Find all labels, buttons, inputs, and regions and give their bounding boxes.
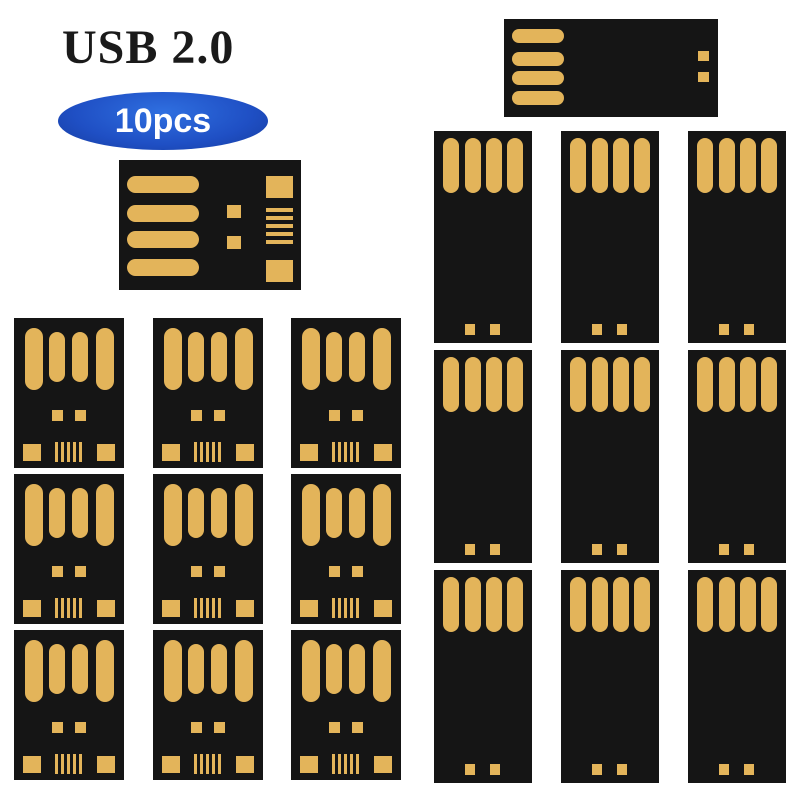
gold-contacts-icon (570, 357, 650, 555)
quantity-badge: 10pcs (58, 92, 268, 150)
gold-contacts-icon (23, 640, 115, 774)
gold-contacts-icon (300, 328, 392, 462)
product-title: USB 2.0 (62, 21, 235, 74)
usb-chip-short (14, 630, 124, 780)
gold-contacts-icon (697, 577, 777, 775)
usb-chip-long (561, 350, 659, 563)
gold-contacts-icon (697, 138, 777, 335)
usb-chip-horizontal-micro (119, 160, 301, 290)
gold-contacts-icon (443, 138, 523, 335)
usb-chip-long (561, 570, 659, 783)
usb-chip-long (434, 350, 532, 563)
usb-chip-short (14, 318, 124, 468)
usb-chip-short (153, 474, 263, 624)
usb-chip-short (153, 318, 263, 468)
gold-contacts-icon (570, 577, 650, 775)
usb-chip-long (688, 350, 786, 563)
usb-chip-short (291, 474, 401, 624)
gold-contacts-icon (162, 640, 254, 774)
usb-chip-long (434, 131, 532, 343)
gold-contacts-icon (443, 577, 523, 775)
gold-contacts-icon (162, 484, 254, 618)
gold-contacts-icon (23, 484, 115, 618)
usb-chip-long (434, 570, 532, 783)
usb-chip-horizontal-top (504, 19, 718, 117)
gold-contacts-icon (127, 176, 293, 282)
gold-contacts-icon (443, 357, 523, 555)
gold-contacts-icon (300, 640, 392, 774)
usb-chip-short (153, 630, 263, 780)
gold-contacts-icon (570, 138, 650, 335)
gold-contacts-icon (697, 357, 777, 555)
usb-chip-long (688, 570, 786, 783)
gold-contacts-icon (162, 328, 254, 462)
usb-chip-long (561, 131, 659, 343)
usb-chip-long (688, 131, 786, 343)
gold-contacts-icon (23, 328, 115, 462)
usb-chip-short (291, 318, 401, 468)
gold-contacts-icon (512, 29, 709, 105)
usb-chip-short (14, 474, 124, 624)
gold-contacts-icon (300, 484, 392, 618)
usb-chip-short (291, 630, 401, 780)
